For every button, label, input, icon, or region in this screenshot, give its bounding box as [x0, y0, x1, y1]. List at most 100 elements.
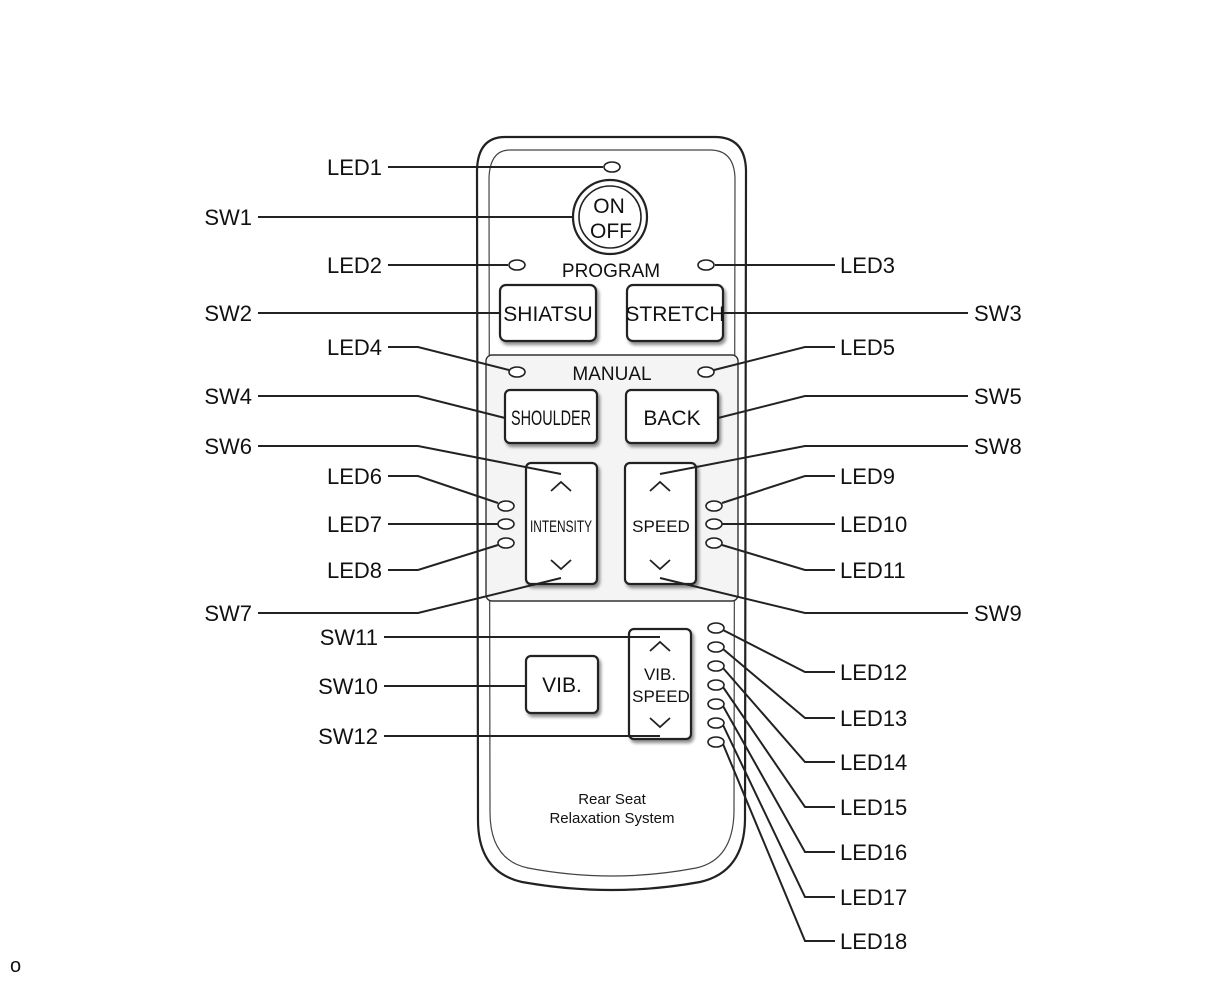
vib-speed-label-line2: SPEED [632, 687, 690, 706]
led13-indicator [707, 641, 725, 653]
speed-rocker[interactable]: SPEED [623, 461, 698, 586]
led3-indicator [697, 259, 715, 271]
label-sw2: SW2 [204, 301, 252, 326]
label-led17: LED17 [840, 885, 907, 910]
on-off-button[interactable]: ON OFF [571, 178, 649, 256]
led17-indicator [707, 717, 725, 729]
label-led5: LED5 [840, 335, 895, 360]
vib-speed-down-chevron-icon[interactable] [649, 717, 671, 729]
label-led12: LED12 [840, 660, 907, 685]
off-label: OFF [590, 220, 632, 243]
vib-speed-up-chevron-icon[interactable] [649, 640, 671, 652]
led16-indicator [707, 698, 725, 710]
label-sw1: SW1 [204, 205, 252, 230]
intensity-rocker[interactable]: INTENSITY [524, 461, 599, 586]
caption-line1: Rear Seat [578, 791, 646, 808]
label-led9: LED9 [840, 464, 895, 489]
label-led15: LED15 [840, 795, 907, 820]
label-led18: LED18 [840, 929, 907, 954]
label-sw10: SW10 [318, 674, 378, 699]
label-led16: LED16 [840, 840, 907, 865]
led18-indicator [707, 736, 725, 748]
leader-led16 [722, 705, 835, 853]
leader-led12 [722, 629, 835, 673]
vib-button[interactable]: VIB. [524, 654, 600, 715]
label-led11: LED11 [840, 558, 906, 583]
leader-led18 [722, 743, 835, 942]
callout-labels: LED1 SW1 LED2 LED3 SW2 SW3 LED4 LED5 SW4… [204, 155, 1021, 954]
label-sw11: SW11 [320, 625, 378, 650]
led10-indicator [705, 518, 723, 530]
label-led7: LED7 [327, 512, 382, 537]
shiatsu-button[interactable]: SHIATSU [498, 283, 598, 343]
speed-up-chevron-icon[interactable] [649, 480, 671, 492]
label-led13: LED13 [840, 706, 907, 731]
back-button[interactable]: BACK [624, 388, 720, 445]
leader-led17 [722, 724, 835, 898]
led6-indicator [497, 500, 515, 512]
leader-sw4 [258, 395, 506, 419]
leader-led4 [388, 346, 510, 371]
led14-indicator [707, 660, 725, 672]
leader-led11 [721, 544, 835, 571]
intensity-down-chevron-icon[interactable] [550, 559, 572, 571]
label-led3: LED3 [840, 253, 895, 278]
label-led10: LED10 [840, 512, 907, 537]
shoulder-button[interactable]: SHOULDER [503, 388, 599, 445]
caption-line2: Relaxation System [549, 810, 674, 827]
label-led8: LED8 [327, 558, 382, 583]
manual-label: MANUAL [572, 364, 651, 385]
led8-indicator [497, 537, 515, 549]
stretch-button[interactable]: STRETCH [625, 283, 725, 343]
label-sw12: SW12 [318, 724, 378, 749]
shiatsu-label: SHIATSU [503, 303, 592, 326]
vib-speed-rocker[interactable]: VIB. SPEED [627, 627, 693, 741]
label-sw4: SW4 [204, 384, 252, 409]
led12-indicator [707, 622, 725, 634]
label-sw8: SW8 [974, 434, 1022, 459]
leader-sw5 [717, 395, 968, 419]
leader-led9 [721, 475, 835, 504]
speed-label: SPEED [632, 517, 690, 536]
program-label: PROGRAM [562, 261, 660, 282]
intensity-label: INTENSITY [530, 517, 592, 536]
leader-sw6 [258, 445, 562, 475]
led-group [497, 161, 725, 748]
led7-indicator [497, 518, 515, 530]
leader-lines [258, 166, 968, 942]
label-sw6: SW6 [204, 434, 252, 459]
back-label: BACK [643, 407, 700, 430]
leader-led15 [722, 686, 835, 808]
vib-speed-label-line1: VIB. [644, 665, 676, 684]
led2-indicator [508, 259, 526, 271]
label-led2: LED2 [327, 253, 382, 278]
label-sw5: SW5 [974, 384, 1022, 409]
label-led14: LED14 [840, 750, 907, 775]
leader-sw8 [659, 445, 968, 475]
led15-indicator [707, 679, 725, 691]
label-sw7: SW7 [204, 601, 252, 626]
led5-indicator [697, 366, 715, 378]
label-led1: LED1 [327, 155, 382, 180]
shoulder-label: SHOULDER [511, 407, 591, 430]
led1-indicator [603, 161, 621, 173]
led11-indicator [705, 537, 723, 549]
label-led4: LED4 [327, 335, 382, 360]
leader-led8 [388, 544, 499, 571]
label-sw3: SW3 [974, 301, 1022, 326]
intensity-up-chevron-icon[interactable] [550, 480, 572, 492]
leader-led6 [388, 475, 499, 504]
leader-sw7 [258, 577, 562, 614]
on-label: ON [593, 195, 625, 218]
label-led6: LED6 [327, 464, 382, 489]
speed-down-chevron-icon[interactable] [649, 559, 671, 571]
leader-led5 [713, 346, 835, 371]
led9-indicator [705, 500, 723, 512]
led4-indicator [508, 366, 526, 378]
footer-mark: o [10, 955, 22, 977]
leader-led13 [722, 648, 835, 719]
stretch-label: STRETCH [625, 303, 724, 326]
leader-sw9 [659, 577, 968, 614]
label-sw9: SW9 [974, 601, 1022, 626]
